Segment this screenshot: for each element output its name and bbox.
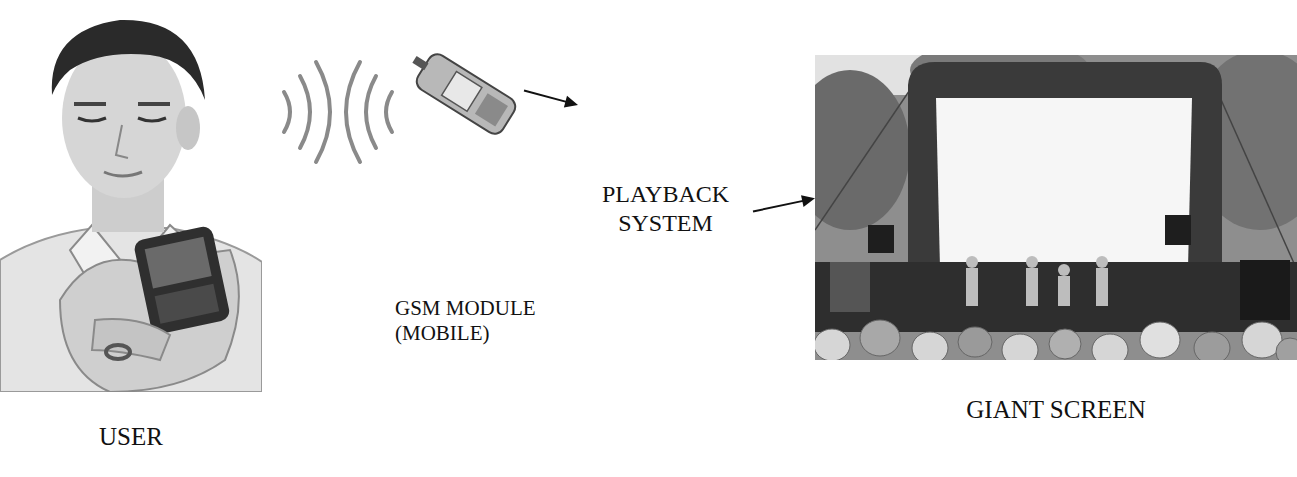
screen-photo <box>815 55 1297 360</box>
arrowhead <box>801 195 815 207</box>
node-label: GIANT SCREEN <box>815 395 1297 425</box>
playback-node: PLAYBACK SYSTEM <box>578 96 753 246</box>
flow-arrow <box>524 90 578 107</box>
user-photo <box>0 12 262 392</box>
arrow-line <box>753 201 804 212</box>
node-label: PLAYBACK SYSTEM <box>578 180 753 238</box>
flow-arrow <box>753 195 815 211</box>
mobile-icon <box>403 44 519 137</box>
user-node: USER <box>0 12 262 392</box>
node-label: USER <box>0 422 262 452</box>
screen-node: GIANT SCREEN <box>815 55 1297 360</box>
node-label: GSM MODULE (MOBILE) <box>395 296 587 346</box>
radio-waves <box>284 62 392 162</box>
arrowhead <box>564 96 578 108</box>
gsm-module-node: GSM MODULE (MOBILE) <box>412 50 524 138</box>
arrow-line <box>524 90 567 102</box>
